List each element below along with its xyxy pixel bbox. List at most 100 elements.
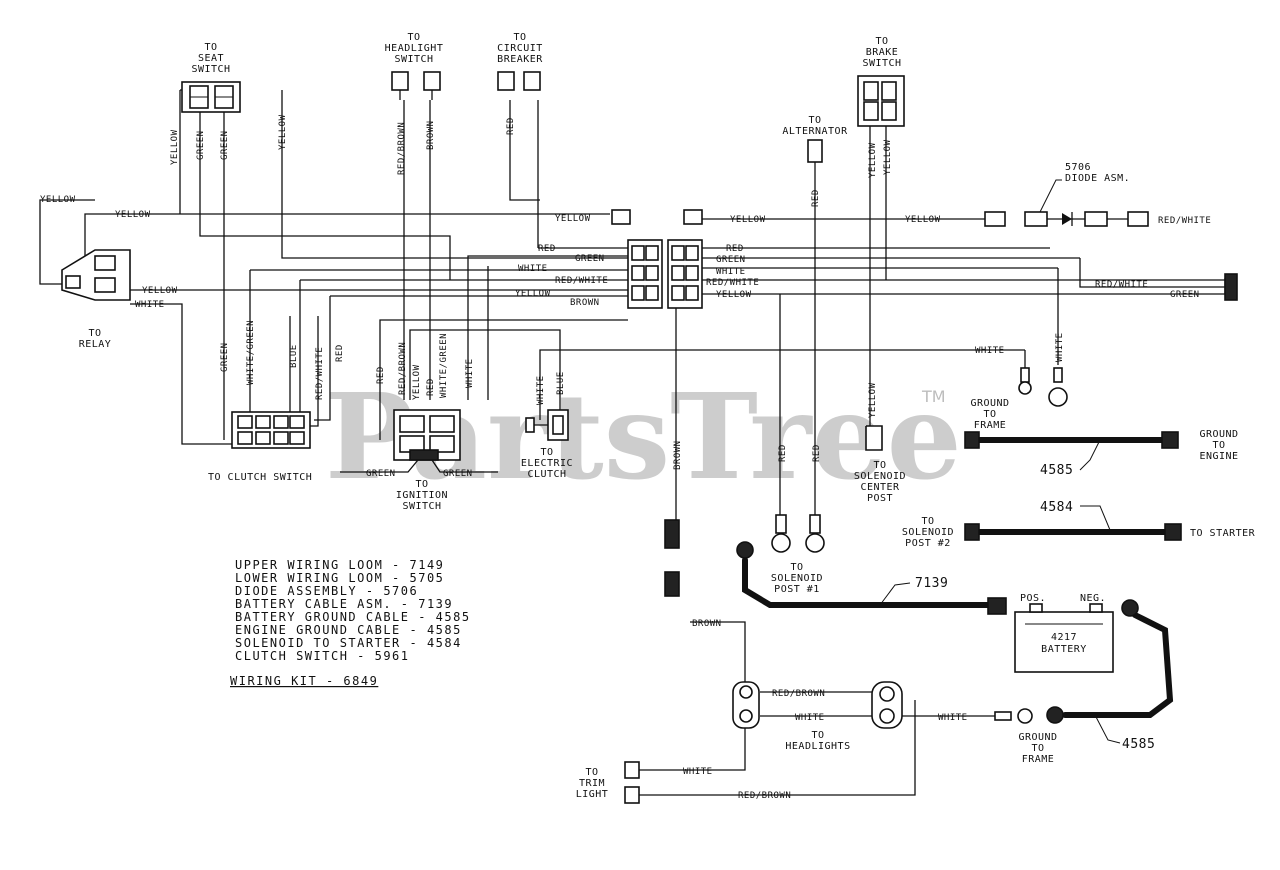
cable-4585-bottom-label: 4585: [1122, 737, 1155, 752]
trim-light-label-2: TRIM: [579, 778, 605, 789]
wire-label-brown-center: BROWN: [570, 298, 600, 308]
vlabel-red-ign: RED: [376, 366, 386, 384]
cable-7139-label: 7139: [915, 576, 948, 591]
seat-switch-label-2: SEAT: [198, 53, 224, 64]
wire-label-redbrown-lower: RED/BROWN: [772, 689, 825, 699]
wire-label-yellow-right: YELLOW: [730, 215, 766, 225]
wire-label-yellow-far: YELLOW: [905, 215, 941, 225]
solenoid-post2-label-3: POST #2: [905, 538, 951, 549]
vlabel-white-far: WHITE: [1055, 332, 1065, 362]
electric-clutch-label-1: TO: [540, 447, 553, 458]
vlabel-redbrown-headlight: RED/BROWN: [397, 122, 407, 175]
ground-frame-top-label-2: TO: [983, 409, 996, 420]
relay-label-2: RELAY: [79, 339, 112, 350]
parts-legend: UPPER WIRING LOOM - 7149 LOWER WIRING LO…: [230, 558, 471, 688]
relay-connector: [61, 249, 131, 301]
headlight-connectors: [732, 681, 1033, 729]
trim-light-label-1: TO: [585, 767, 598, 778]
solenoid-center-label-2: SOLENOID: [854, 471, 906, 482]
ground-engine-label-3: ENGINE: [1199, 451, 1238, 462]
solenoid-post2-label-2: SOLENOID: [902, 527, 954, 538]
component-labels: TO SEAT SWITCH TO HEADLIGHT SWITCH TO CI…: [79, 32, 1255, 800]
cable-7139: [736, 541, 1007, 615]
seat-switch-label-1: TO: [204, 42, 217, 53]
trim-light-label-3: LIGHT: [576, 789, 609, 800]
wire-color-labels: YELLOW YELLOW YELLOW YELLOW YELLOW RED/W…: [40, 195, 1211, 801]
alternator-plug: [807, 139, 823, 163]
solenoid-post1-label-2: SOLENOID: [771, 573, 823, 584]
circuit-breaker-label-2: CIRCUIT: [497, 43, 543, 54]
wire-label-white-lower2: WHITE: [938, 713, 968, 723]
vlabel-green-clutch: GREEN: [220, 342, 230, 372]
wire-label-white-relay: WHITE: [135, 300, 165, 310]
brake-switch-connector: [857, 75, 905, 127]
headlights-label-1: TO: [811, 730, 824, 741]
brake-switch-label-1: TO: [875, 36, 888, 47]
diode-assembly: [1024, 179, 1108, 227]
ignition-switch-connector: [340, 409, 498, 473]
solenoid-post1-label-3: POST #1: [774, 584, 820, 595]
circuit-breaker-plugs: [497, 71, 541, 91]
battery-pos-label: POS.: [1020, 593, 1046, 604]
clutch-switch-connector: [231, 411, 311, 449]
trim-light-plugs: [624, 761, 660, 804]
headlight-switch-plugs: [391, 71, 441, 100]
ignition-label-3: SWITCH: [402, 501, 441, 512]
seat-switch-label-3: SWITCH: [191, 64, 230, 75]
diode-label-1: 5706: [1065, 162, 1091, 173]
wire-label-redbrown-trim: RED/BROWN: [738, 791, 791, 801]
wire-label-green-far: GREEN: [1170, 290, 1200, 300]
electric-clutch-label-3: CLUTCH: [527, 469, 566, 480]
alternator-label-1: TO: [808, 115, 821, 126]
solenoid-post2-label-1: TO: [921, 516, 934, 527]
wire-label-green-ign-right: GREEN: [443, 469, 473, 479]
legend-line-8: CLUTCH SWITCH - 5961: [235, 649, 410, 663]
cable-4585-top-label: 4585: [1040, 463, 1073, 478]
solenoid-center-label-1: TO: [873, 460, 886, 471]
solenoid-center-label-3: CENTER: [860, 482, 900, 493]
wire-label-yellow-top: YELLOW: [115, 210, 151, 220]
wire-label-white-lower: WHITE: [795, 713, 825, 723]
vlabel-red-ign2: RED: [426, 378, 436, 396]
cable-4585-bottom: [1046, 599, 1174, 744]
wire-label-white-trim: WHITE: [683, 767, 713, 777]
ground-frame-bottom-label-2: TO: [1031, 743, 1044, 754]
wire-label-redwhite-far: RED/WHITE: [1095, 280, 1148, 290]
circuit-breaker-label-1: TO: [513, 32, 526, 43]
wire-label-green-center: GREEN: [575, 254, 605, 264]
vlabel-blue-clutch: BLUE: [289, 344, 299, 368]
ground-engine-label-1: GROUND: [1199, 429, 1238, 440]
wire-label-yellow-relay-mid: YELLOW: [142, 286, 178, 296]
vlabel-whitegreen-clutch: WHITE/GREEN: [246, 320, 256, 385]
wire-label-white-right: WHITE: [716, 267, 746, 277]
alternator-label-2: ALTERNATOR: [782, 126, 848, 137]
headlights-label-2: HEADLIGHTS: [785, 741, 850, 752]
solenoid-center-label-4: POST: [867, 493, 893, 504]
battery-number-label: 4217: [1051, 632, 1077, 643]
ground-frame-bottom-label-1: GROUND: [1018, 732, 1057, 743]
legend-line-2: LOWER WIRING LOOM - 5705: [235, 571, 444, 585]
cable-4584-label: 4584: [1040, 500, 1073, 515]
battery-name-label: BATTERY: [1041, 644, 1087, 655]
ground-frame-top-label-1: GROUND: [970, 398, 1009, 409]
relay-label-1: TO: [88, 328, 101, 339]
vlabel-yellow-seat-1: YELLOW: [170, 129, 180, 165]
electric-clutch-connector: [525, 409, 569, 441]
vlabel-redwhite-clutch: RED/WHITE: [315, 347, 325, 400]
wire-label-red-white-diode: RED/WHITE: [1158, 216, 1211, 226]
wire-label-redwhite-right: RED/WHITE: [706, 278, 759, 288]
center-connector-left: [627, 239, 663, 309]
battery: [1014, 603, 1114, 673]
wire-label-white-ground: WHITE: [975, 346, 1005, 356]
legend-line-3: DIODE ASSEMBLY - 5706: [235, 584, 418, 598]
vlabel-red-solenoid-2: RED: [812, 444, 822, 462]
legend-line-5: BATTERY GROUND CABLE - 4585: [235, 610, 471, 624]
solenoid-post1-terminals: [771, 514, 825, 553]
wire-label-yellow-center: YELLOW: [515, 289, 551, 299]
headlight-switch-label-1: TO: [407, 32, 420, 43]
vlabel-red-alternator: RED: [811, 189, 821, 207]
brake-switch-label-3: SWITCH: [862, 58, 901, 69]
cable-4584: [964, 505, 1182, 541]
vlabel-yellow-seat-2: YELLOW: [278, 114, 288, 150]
